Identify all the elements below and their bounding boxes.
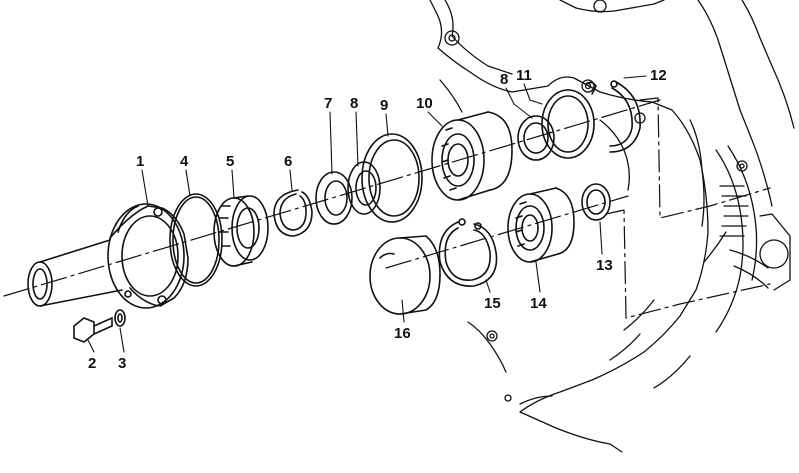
callout-9: 9: [380, 97, 388, 114]
callout-16: 16: [394, 325, 411, 342]
shim-ring: [315, 171, 353, 225]
circlip: [541, 81, 597, 159]
callout-4: 4: [180, 153, 189, 170]
callout-7: 7: [324, 95, 332, 112]
callout-8: 8: [350, 95, 358, 112]
snap-ring: [273, 189, 313, 237]
callout-5: 5: [226, 153, 234, 170]
thrust-washer: [361, 133, 423, 223]
callout-10: 10: [416, 95, 433, 112]
callout-12: 12: [650, 67, 667, 84]
leader-lines: [87, 75, 647, 353]
callout-14: 14: [530, 295, 547, 312]
guide-tube: [27, 203, 189, 309]
shim-ring: [581, 183, 611, 221]
circlip: [438, 218, 498, 287]
callout-6: 6: [284, 153, 292, 170]
callout-1: 1: [136, 153, 144, 170]
callout-2: 2: [88, 355, 96, 372]
ball-bearing: [507, 187, 575, 263]
hex-bolt: [73, 317, 113, 343]
callout-13: 13: [596, 257, 613, 274]
callout-8-second: 8: [500, 71, 508, 88]
ball-bearing: [431, 111, 513, 201]
cover-cap: [369, 235, 441, 315]
callout-15: 15: [484, 295, 501, 312]
callout-11: 11: [516, 67, 532, 84]
o-ring: [169, 193, 223, 287]
callout-labels: 1 2 3 4 5 6 7 8 9 10 8 11 12 13 14 15 16: [88, 67, 667, 372]
circlip: [609, 80, 641, 153]
shim-ring: [517, 115, 555, 161]
gearbox-housing: [429, 0, 795, 453]
radial-shaft-seal: [213, 195, 269, 267]
callout-3: 3: [118, 355, 126, 372]
washer: [114, 309, 126, 327]
